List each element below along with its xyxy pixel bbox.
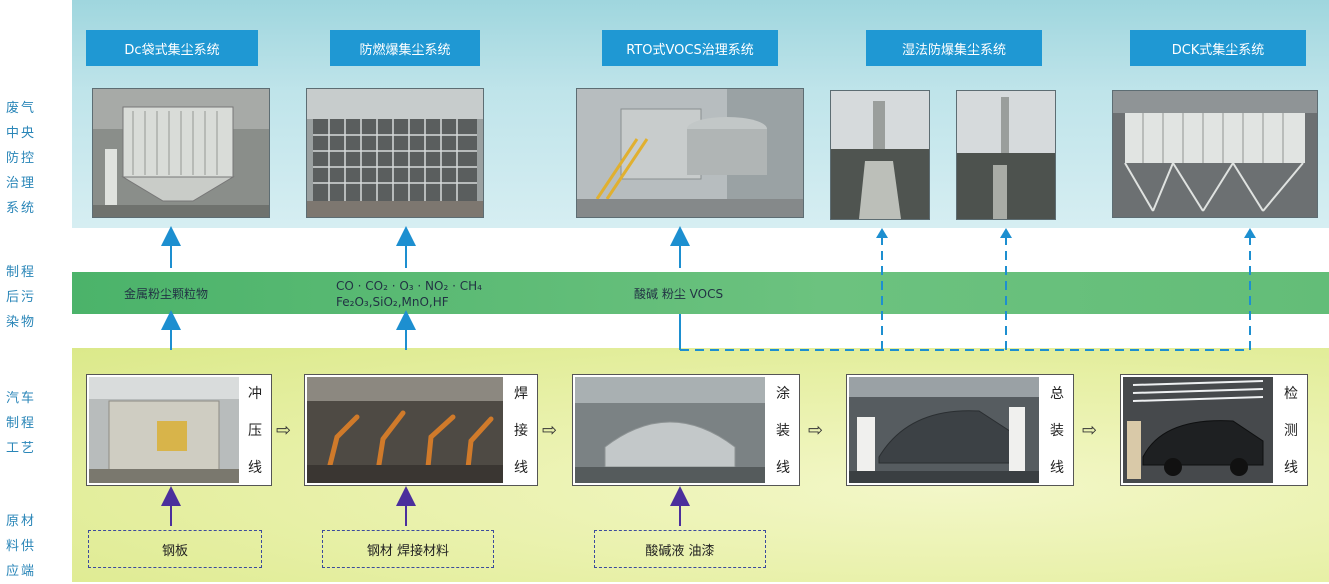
label-char: 线 [1284,459,1298,476]
label-char: 测 [1284,422,1298,439]
raw-acid-paint: 酸碱液 油漆 [594,530,766,568]
flow-arrow-icon: ⇨ [808,420,824,441]
process-inspection: 检 测 线 [1120,374,1308,486]
side-label-treatment: 废气中央防控治理系统 [6,101,37,216]
label-char: 装 [1050,422,1064,439]
photo-rto [576,88,804,218]
raw-steel-welding: 钢材 焊接材料 [322,530,494,568]
process-stamping: 冲 压 线 [86,374,272,486]
pollutant-metal-dust: 金属粉尘颗粒物 [124,287,209,301]
label-char: 线 [248,459,262,476]
photo-welding [307,377,503,483]
label-char: 焊 [514,386,528,403]
label-char: 接 [514,422,528,439]
pollutant-acid-voc: 酸碱 粉尘 VOCS [634,287,724,301]
side-label-process: 汽车制程工艺 [6,391,37,456]
label-char: 冲 [248,386,262,403]
side-label-raw: 原材料供应端 [6,514,37,579]
process-label-assembly: 总 装 线 [1041,375,1073,485]
raw-steel-plate: 钢板 [88,530,262,568]
flow-arrow-icon: ⇨ [1082,420,1098,441]
photo-stamping [89,377,239,483]
system-title-rto: RTO式VOCS治理系统 [602,30,778,66]
system-title-dck: DCK式集尘系统 [1130,30,1306,66]
photo-explosion-proof [306,88,484,218]
system-title-wet: 湿法防爆集尘系统 [866,30,1042,66]
label-char: 线 [514,459,528,476]
flow-arrow-icon: ⇨ [276,420,292,441]
system-title-dc: Dc袋式集尘系统 [86,30,258,66]
process-welding: 焊 接 线 [304,374,538,486]
label-char: 线 [776,459,790,476]
label-char: 线 [1050,459,1064,476]
flow-arrow-icon: ⇨ [542,420,558,441]
photo-assembly [849,377,1039,483]
side-label-pollutants: 制程后污染物 [6,265,37,330]
label-char: 装 [776,422,790,439]
label-char: 压 [248,422,262,439]
process-label-stamping: 冲 压 线 [239,375,271,485]
photo-dck [1112,90,1318,218]
process-label-inspection: 检 测 线 [1275,375,1307,485]
pollutant-gases: CO · CO₂ · O₃ · NO₂ · CH₄ [336,279,482,293]
photo-dc-baghouse [92,88,270,218]
photo-painting [575,377,765,483]
photo-wet-2 [956,90,1056,220]
process-label-painting: 涂 装 线 [767,375,799,485]
label-char: 检 [1284,386,1298,403]
label-char: 总 [1050,386,1064,403]
process-painting: 涂 装 线 [572,374,800,486]
label-char: 涂 [776,386,790,403]
process-assembly: 总 装 线 [846,374,1074,486]
pollutant-band [72,272,1329,314]
process-label-welding: 焊 接 线 [505,375,537,485]
photo-inspection [1123,377,1273,483]
system-title-explosion-proof: 防燃爆集尘系统 [330,30,480,66]
photo-wet-1 [830,90,930,220]
pollutant-oxides: Fe₂O₃,SiO₂,MnO,HF [336,295,449,309]
